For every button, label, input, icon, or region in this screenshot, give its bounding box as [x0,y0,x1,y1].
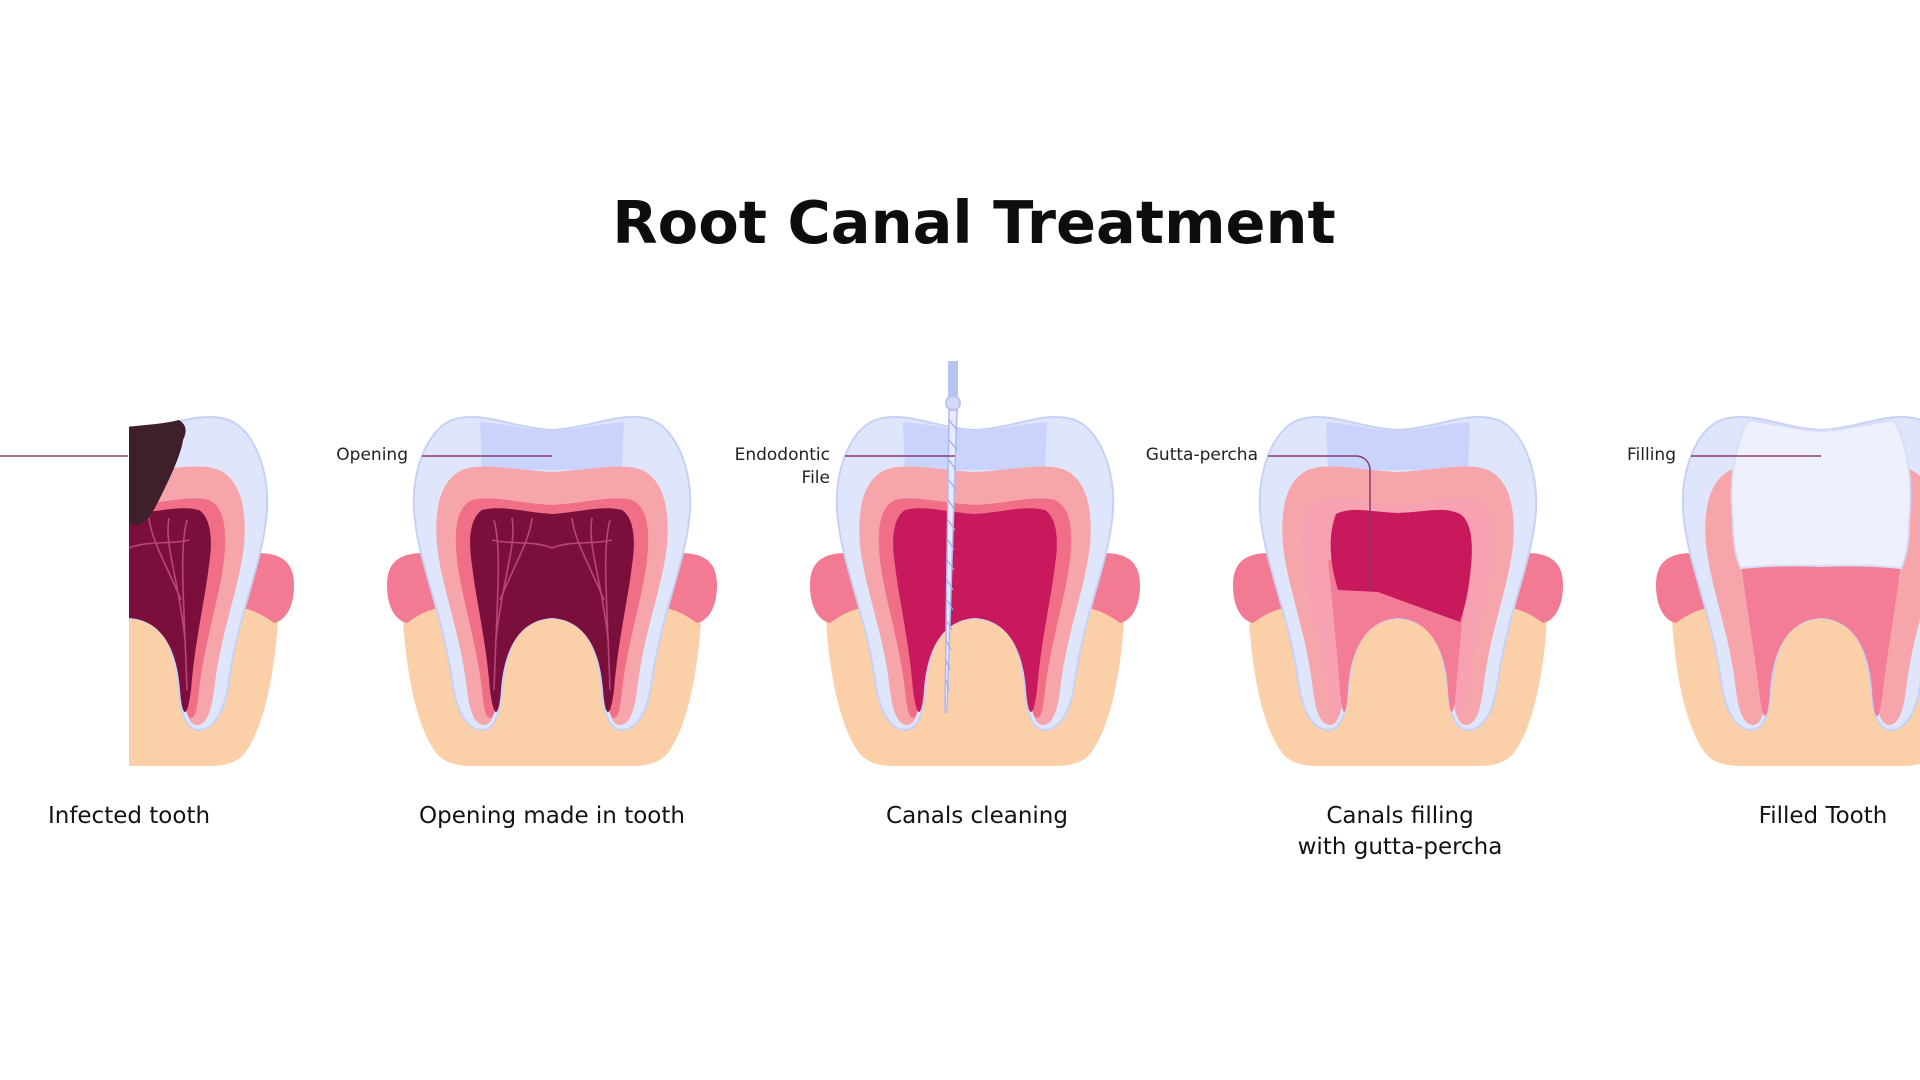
stage-label-cleaning: Canals cleaning [886,803,1068,829]
tooth-cleaning [810,361,1140,766]
tooth-filling [1233,416,1563,766]
file-stopper [945,395,961,411]
page-title: Root Canal Treatment [612,188,1336,257]
tooth-infected [129,416,294,766]
opening-cavity [903,422,1047,470]
opening-cavity [480,422,624,470]
nerve-fibers [129,517,190,691]
stage-label-opening: Opening made in tooth [419,803,685,829]
callout-filling: Filling [1627,445,1676,465]
filling-material [1730,418,1912,570]
decay [129,420,186,526]
nerve-fibers [491,517,613,691]
tooth-opening [387,416,717,766]
callout-opening: Opening [336,445,408,465]
callout-line-gutta-percha [1268,455,1371,590]
stage-label-infected: Infected tooth [47,803,211,829]
pulp-cleaned [893,508,1057,712]
tooth-filled [1656,416,1920,766]
pulp-infected [470,508,634,712]
pulp-chamber [1330,509,1472,622]
callout-endodontic-file: Endodontic File [734,445,830,488]
file-shaft [944,409,958,713]
gutta-percha-canals [1741,560,1901,716]
callout-gutta-percha: Gutta-percha [1145,445,1258,465]
pulp-infected [129,508,211,712]
stage-label-filled: Filled Tooth [1758,803,1888,829]
file-handle [948,361,958,401]
file-spiral [945,419,958,691]
endodontic-file [944,361,961,713]
stage-label-filling: Canals filling with gutta-percha [1297,803,1503,860]
